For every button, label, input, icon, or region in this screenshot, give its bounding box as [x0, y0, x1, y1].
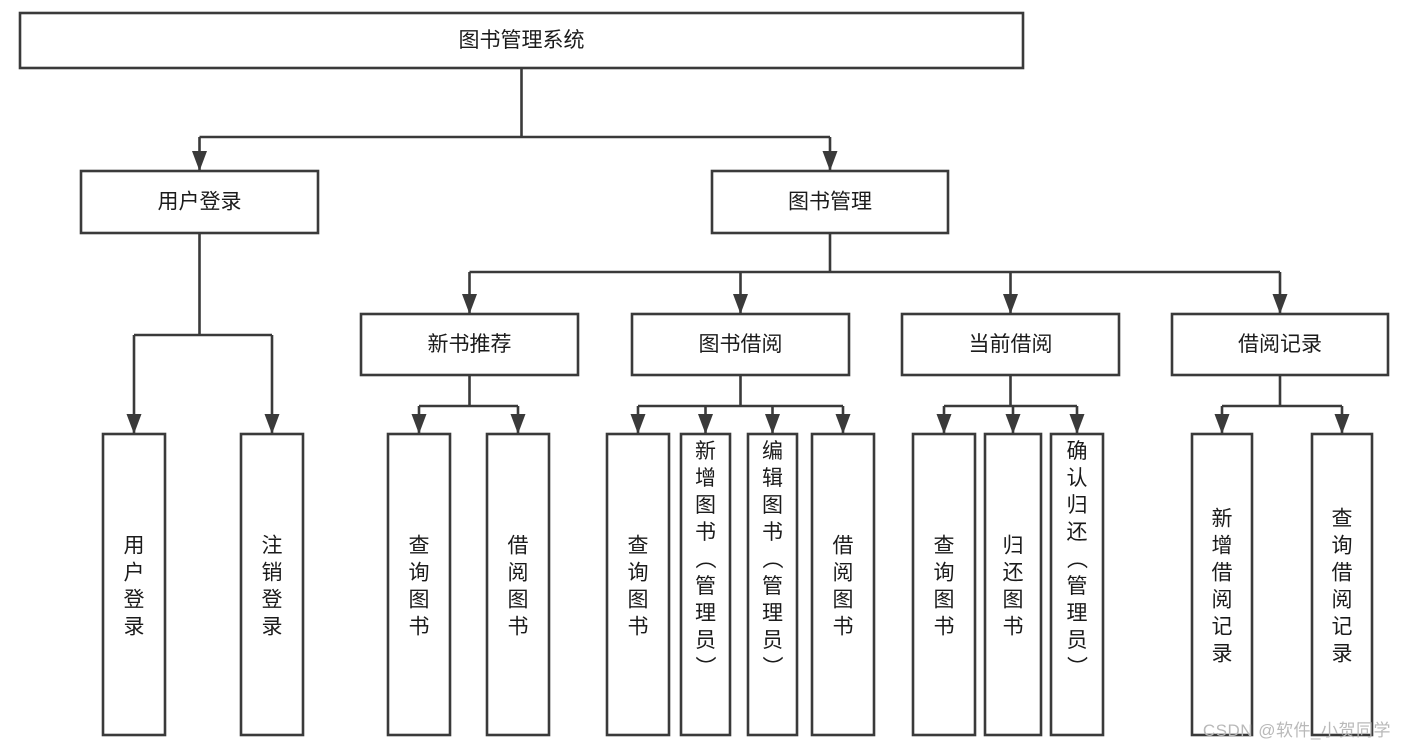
arrow-head-icon — [1005, 414, 1021, 434]
node-box — [359, 312, 580, 377]
arrow-head-icon — [822, 151, 838, 171]
node-box — [1170, 312, 1390, 377]
arrow-head-icon — [264, 414, 280, 434]
node-label: 查询图书 — [934, 535, 955, 639]
node-leaf-query-borrow-record[interactable]: 查询借阅记录 — [1310, 432, 1374, 737]
node-current-borrow[interactable]: 当前借阅 — [900, 312, 1121, 377]
connector-current-borrow — [936, 375, 1085, 434]
node-label: 查询图书 — [409, 535, 430, 639]
node-box — [79, 169, 320, 235]
node-leaf-add-borrow-record[interactable]: 新增借阅记录 — [1190, 432, 1254, 737]
node-label: 编辑图书（管理员） — [762, 440, 784, 679]
arrow-head-icon — [698, 414, 713, 434]
connector-user-login — [126, 233, 280, 434]
node-label: 查询借阅记录 — [1332, 508, 1353, 666]
node-label: 新增借阅记录 — [1212, 508, 1233, 666]
arrow-head-icon — [462, 294, 477, 314]
arrow-head-icon — [1334, 414, 1350, 434]
arrow-head-icon — [1214, 414, 1230, 434]
connector-root — [192, 68, 838, 171]
node-label: 图书管理 — [788, 191, 872, 214]
node-label: 借阅图书 — [508, 535, 529, 639]
node-label: 借阅图书 — [833, 535, 854, 639]
node-box — [710, 169, 950, 235]
node-leaf-query-book-1[interactable]: 查询图书 — [386, 432, 452, 737]
node-leaf-user-logout[interactable]: 注销登录 — [239, 432, 305, 737]
node-label: 查询图书 — [628, 535, 649, 639]
node-label: 图书管理系统 — [459, 29, 585, 52]
connector-book-borrow — [630, 375, 851, 434]
node-root[interactable]: 图书管理系统 — [18, 11, 1025, 70]
arrow-head-icon — [1069, 414, 1085, 434]
node-box — [1310, 432, 1374, 737]
node-layer: 图书管理系统用户登录图书管理新书推荐图书借阅当前借阅借阅记录用户登录注销登录查询… — [18, 11, 1390, 737]
arrow-head-icon — [1272, 294, 1288, 314]
arrow-head-icon — [630, 414, 646, 434]
node-leaf-add-book-admin[interactable]: 新增图书（管理员） — [679, 432, 732, 737]
node-leaf-confirm-return-admin[interactable]: 确认归还（管理员） — [1049, 432, 1105, 737]
node-box — [630, 312, 851, 377]
arrow-head-icon — [126, 414, 142, 434]
arrow-head-icon — [411, 414, 427, 434]
node-user-login[interactable]: 用户登录 — [79, 169, 320, 235]
arrow-head-icon — [835, 414, 851, 434]
node-leaf-edit-book-admin[interactable]: 编辑图书（管理员） — [746, 432, 799, 737]
arrow-head-icon — [765, 414, 780, 434]
node-box — [1190, 432, 1254, 737]
node-box — [810, 432, 876, 737]
node-box — [18, 11, 1025, 70]
node-box — [679, 432, 732, 737]
node-leaf-query-book-3[interactable]: 查询图书 — [911, 432, 977, 737]
node-new-book-rec[interactable]: 新书推荐 — [359, 312, 580, 377]
node-box — [983, 432, 1043, 737]
node-box — [605, 432, 671, 737]
node-leaf-query-book-2[interactable]: 查询图书 — [605, 432, 671, 737]
node-label: 当前借阅 — [969, 333, 1053, 356]
node-leaf-borrow-book-1[interactable]: 借阅图书 — [485, 432, 551, 737]
node-label: 注销登录 — [262, 535, 283, 639]
arrow-head-icon — [733, 294, 748, 314]
node-box — [386, 432, 452, 737]
node-leaf-return-book[interactable]: 归还图书 — [983, 432, 1043, 737]
node-label: 借阅记录 — [1238, 333, 1322, 356]
node-label: 图书借阅 — [699, 333, 783, 356]
node-box — [900, 312, 1121, 377]
node-leaf-borrow-book-2[interactable]: 借阅图书 — [810, 432, 876, 737]
node-label: 新书推荐 — [428, 333, 512, 356]
connector-book-manage — [462, 233, 1288, 314]
node-leaf-user-login[interactable]: 用户登录 — [101, 432, 167, 737]
node-label: 用户登录 — [158, 191, 242, 214]
node-box — [911, 432, 977, 737]
node-box — [746, 432, 799, 737]
node-label: 新增图书（管理员） — [695, 440, 717, 679]
arrow-head-icon — [510, 414, 526, 434]
watermark-label: CSDN @软件_小贺同学 — [1202, 721, 1391, 740]
node-label: 确认归还（管理员） — [1067, 440, 1089, 679]
node-label: 用户登录 — [124, 535, 145, 639]
node-book-borrow[interactable]: 图书借阅 — [630, 312, 851, 377]
node-label: 归还图书 — [1003, 535, 1024, 639]
node-box — [239, 432, 305, 737]
node-borrow-record[interactable]: 借阅记录 — [1170, 312, 1390, 377]
node-box — [1049, 432, 1105, 737]
connector-borrow-record — [1214, 375, 1350, 434]
connector-new-book-rec — [411, 375, 526, 434]
node-box — [485, 432, 551, 737]
connector-layer — [126, 68, 1350, 434]
arrow-head-icon — [936, 414, 952, 434]
arrow-head-icon — [192, 151, 207, 171]
arrow-head-icon — [1003, 294, 1018, 314]
node-book-manage[interactable]: 图书管理 — [710, 169, 950, 235]
node-box — [101, 432, 167, 737]
